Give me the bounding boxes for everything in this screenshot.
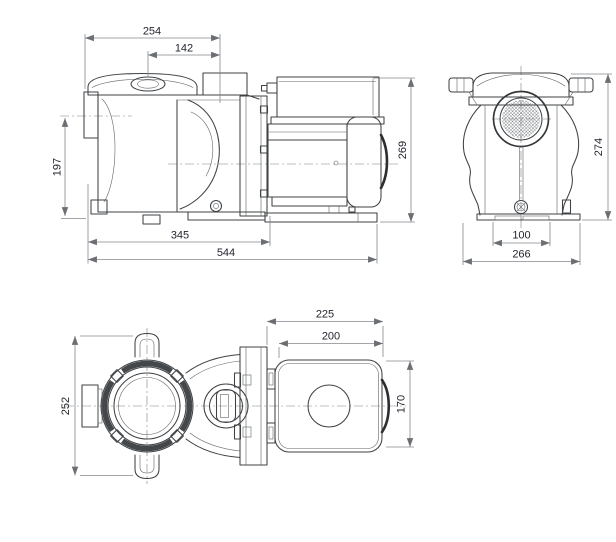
dim-drive-length: 225 <box>266 309 384 357</box>
top-dim-motor-length-label: 200 <box>322 331 340 343</box>
front-dim-height-label: 274 <box>593 138 605 156</box>
top-dim-width-label: 252 <box>60 397 72 415</box>
front-dim-width-label: 266 <box>512 249 530 261</box>
motor-body <box>267 123 348 207</box>
dim-front-height: 274 <box>571 73 612 221</box>
dim-foot-span: 100 <box>492 222 551 247</box>
dim-top-width: 252 <box>60 335 133 476</box>
strainer-window <box>492 90 550 148</box>
center-seam <box>519 145 524 201</box>
dim-top-inner-span: 142 <box>147 43 221 76</box>
motor-end-cap <box>346 116 389 213</box>
base <box>90 199 378 225</box>
pump-volute <box>176 99 241 213</box>
bottom-handle <box>134 454 160 480</box>
side-view: 254 142 197 345 544 269 <box>52 26 415 264</box>
side-dim-inlet-height-label: 197 <box>52 158 64 176</box>
seal-plate <box>239 95 269 217</box>
terminal-box <box>260 76 385 125</box>
dim-body-length: 345 <box>87 184 271 246</box>
side-dim-top-inner-span-label: 142 <box>175 43 193 55</box>
dim-motor-width: 170 <box>386 360 414 448</box>
dim-side-height: 269 <box>373 77 415 223</box>
base-front <box>476 199 581 221</box>
top-view: 252 225 200 170 <box>60 309 414 484</box>
lid-top <box>113 372 181 440</box>
side-dim-height-label: 269 <box>397 141 409 159</box>
inlet-port <box>83 91 99 139</box>
top-dim-motor-width-label: 170 <box>396 395 408 413</box>
side-clip <box>561 199 572 214</box>
centerline-front <box>492 66 551 230</box>
side-dim-overall-length-label: 544 <box>217 247 235 259</box>
right-handle <box>564 77 594 106</box>
side-dim-body-length-label: 345 <box>171 230 189 242</box>
discharge-port <box>202 72 248 96</box>
front-dim-foot-span-label: 100 <box>512 230 530 242</box>
motor-fan-circle <box>307 384 351 428</box>
centerline <box>60 115 398 165</box>
front-view: 274 100 266 <box>448 66 612 265</box>
dim-top-span: 254 <box>84 26 221 103</box>
seal-plate-top <box>233 346 268 466</box>
pump-dimension-drawing: 254 142 197 345 544 269 <box>40 16 616 526</box>
box-flange <box>270 116 385 125</box>
dim-inlet-height: 197 <box>52 117 86 219</box>
tank-body <box>97 94 260 213</box>
top-handle <box>134 332 160 358</box>
left-handle <box>448 77 478 106</box>
dim-motor-length: 200 <box>278 331 384 358</box>
lid-knob <box>130 76 166 92</box>
side-dim-top-span-label: 254 <box>143 26 161 38</box>
top-dim-drive-length-label: 225 <box>316 309 334 321</box>
clamp-ring <box>100 359 194 453</box>
strainer-lid <box>87 72 198 96</box>
motor-top <box>274 359 391 453</box>
dim-overall-length: 544 <box>87 224 378 264</box>
casing-top <box>185 353 241 459</box>
dim-front-width: 266 <box>462 223 581 265</box>
discharge-port-top <box>203 383 249 429</box>
inlet-port-top <box>81 384 103 428</box>
drain-plug <box>209 199 223 213</box>
